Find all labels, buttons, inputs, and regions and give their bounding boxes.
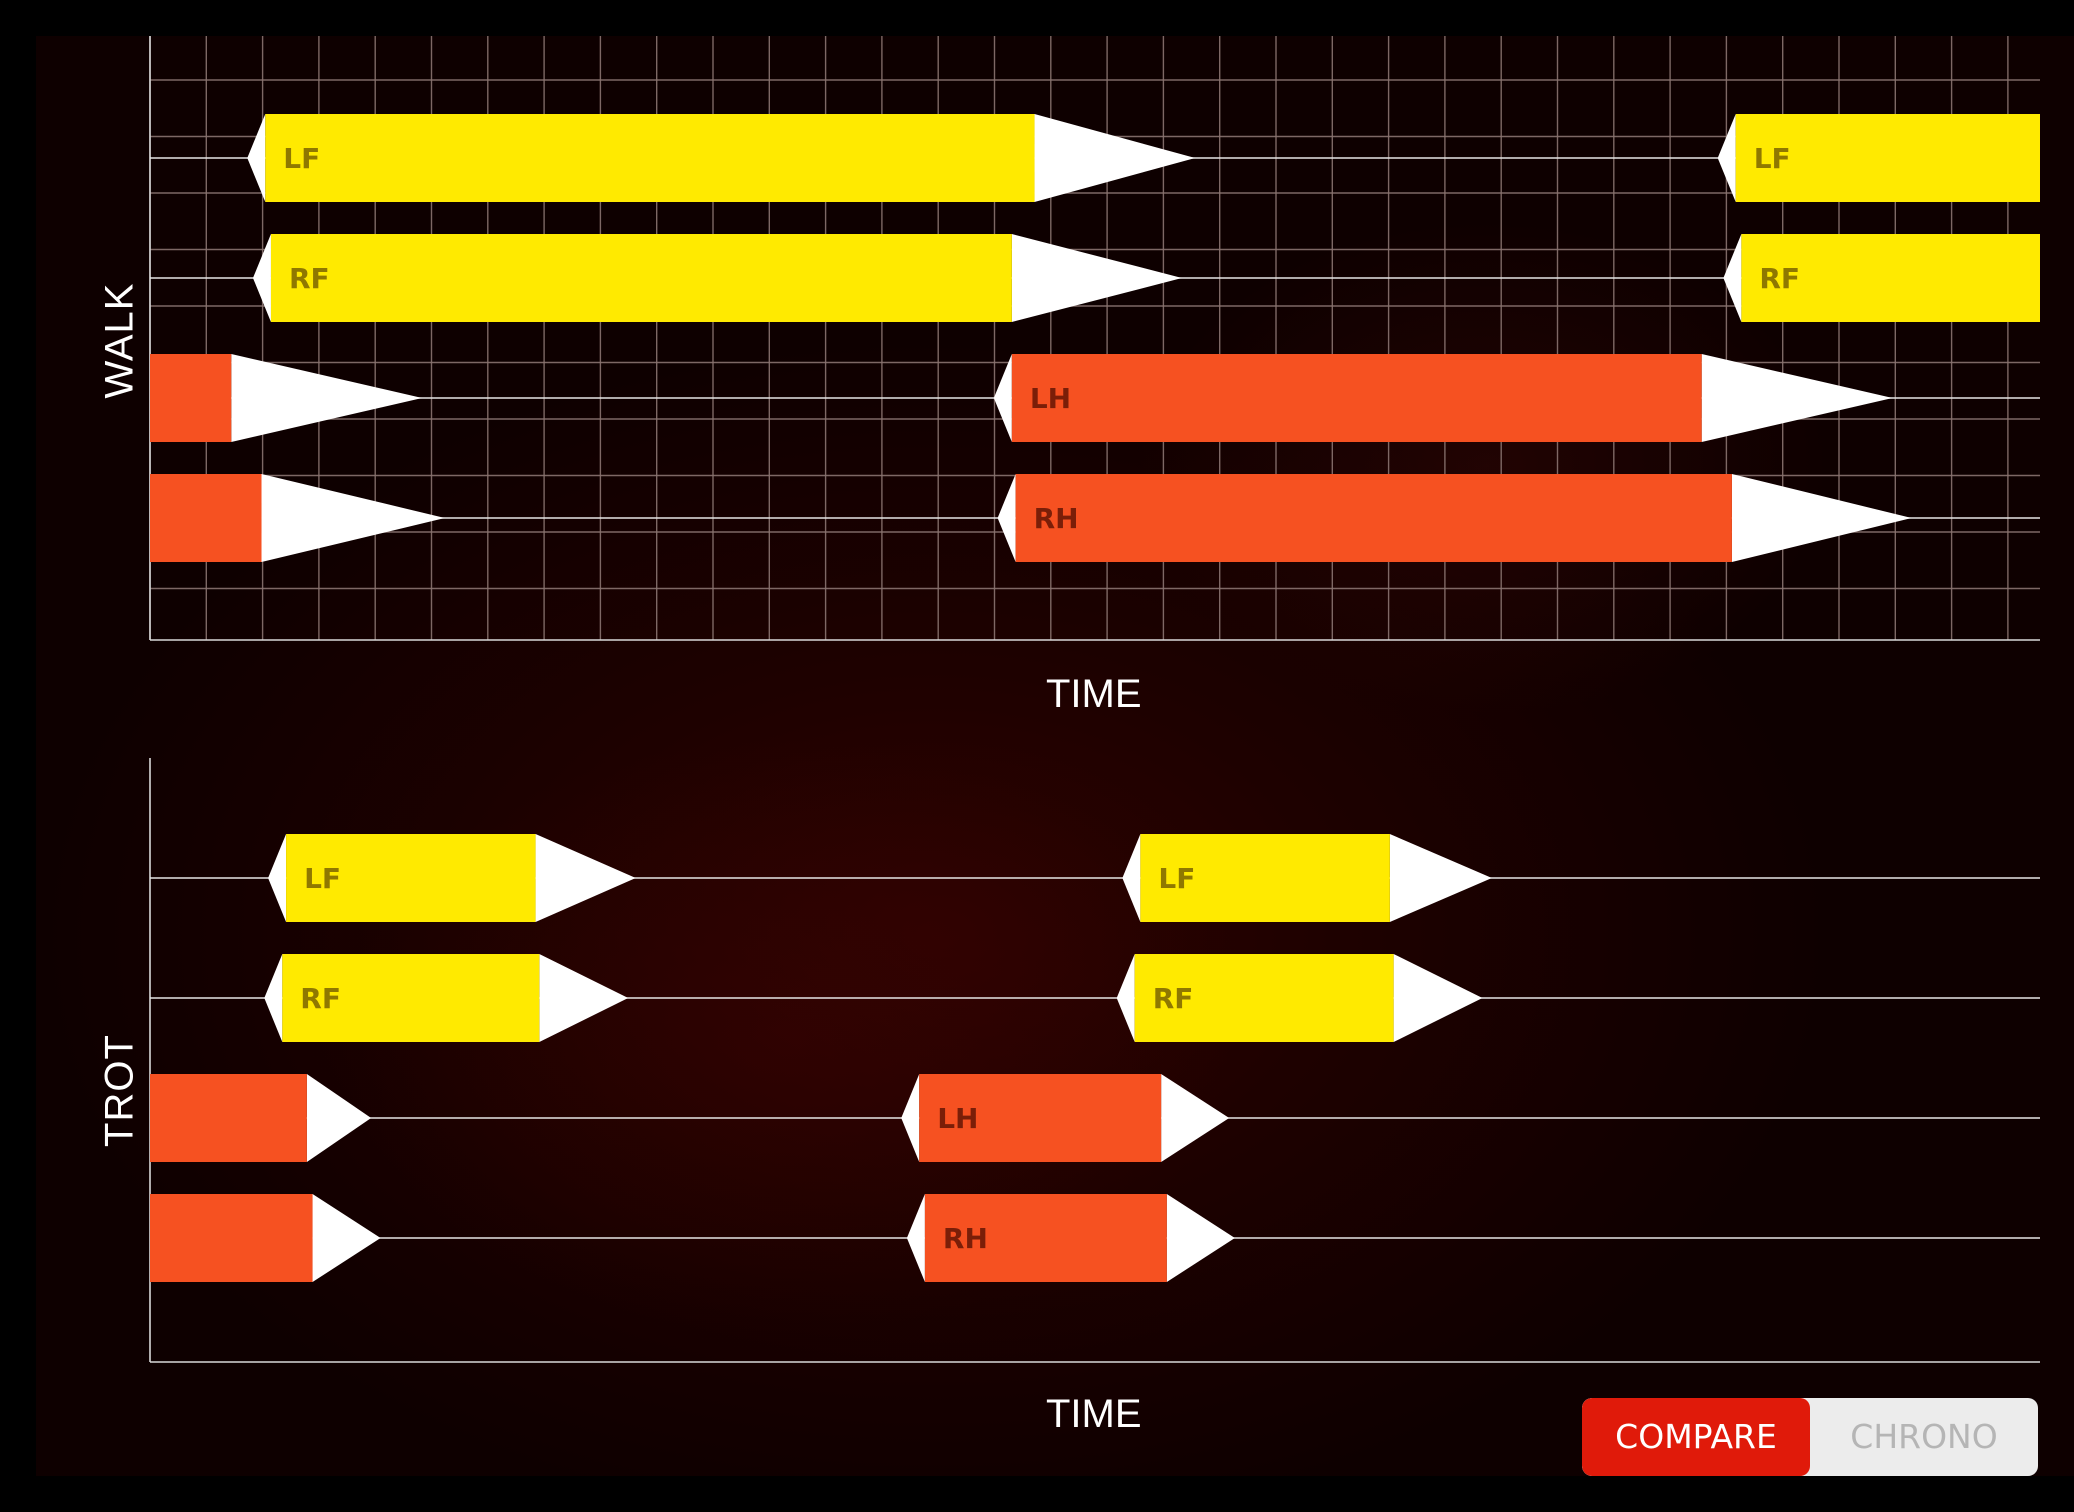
view-mode-toggle[interactable]: COMPARE CHRONO — [1582, 1398, 2038, 1476]
stance-start-notch — [901, 1074, 920, 1162]
stance-bar-rh — [150, 474, 262, 562]
stance-bar-lh — [150, 1074, 307, 1162]
stance-start-notch — [247, 114, 266, 202]
stance-bar-label: LF — [1754, 142, 1791, 175]
stance-start-notch — [1717, 114, 1736, 202]
stance-bar-label: RF — [300, 982, 341, 1015]
stance-start-notch — [997, 474, 1016, 562]
background-glow — [1136, 216, 1836, 716]
stance-start-notch — [252, 234, 271, 322]
stance-bar-rh — [1015, 474, 1732, 562]
stance-start-notch — [268, 834, 287, 922]
stance-start-notch — [1116, 954, 1135, 1042]
stance-start-notch — [1723, 234, 1742, 322]
stance-bar-lh — [150, 354, 232, 442]
stance-bar-lf — [265, 114, 1035, 202]
stance-end-arrow — [1011, 234, 1182, 322]
gait-charts: LF LF RF RF LH RH LF LF RF RF LH RH — [149, 36, 2040, 1363]
stance-bar-rf — [270, 234, 1012, 322]
stance-bar-label: LH — [1030, 382, 1071, 415]
compare-button[interactable]: COMPARE — [1582, 1398, 1810, 1476]
stance-end-arrow — [1161, 1074, 1230, 1162]
stance-bar-label: LF — [304, 862, 341, 895]
stance-bar-label: RF — [1153, 982, 1194, 1015]
stance-start-notch — [1122, 834, 1141, 922]
stance-end-arrow — [1393, 954, 1483, 1042]
stance-end-arrow — [535, 834, 636, 922]
stance-bar-label: RF — [289, 262, 330, 295]
stance-bar-rh — [150, 1194, 313, 1282]
stance-end-arrow — [306, 1074, 372, 1162]
stance-bar-lf — [1735, 114, 2040, 202]
walk-gait-label: WALK — [97, 282, 142, 399]
stance-bar-label: RF — [1759, 262, 1800, 295]
chrono-button[interactable]: CHRONO — [1850, 1417, 1998, 1456]
stance-bar-lf — [1140, 834, 1390, 922]
stance-end-arrow — [1034, 114, 1196, 202]
stance-start-notch — [993, 354, 1012, 442]
stance-end-arrow — [312, 1194, 381, 1282]
trot-time-axis-label: TIME — [1046, 1392, 1142, 1436]
stance-bar-label: RH — [943, 1222, 988, 1255]
stance-bar-rf — [282, 954, 540, 1042]
stance-end-arrow — [231, 354, 423, 442]
stance-bar-rh — [924, 1194, 1167, 1282]
walk-time-axis-label: TIME — [1046, 672, 1142, 716]
stance-bar-rf — [1741, 234, 2040, 322]
stance-start-notch — [906, 1194, 925, 1282]
stance-bar-label: RH — [1034, 502, 1079, 535]
stance-end-arrow — [261, 474, 445, 562]
stance-bar-label: LF — [283, 142, 320, 175]
stance-end-arrow — [1389, 834, 1492, 922]
trot-gait-label: TROT — [97, 1034, 142, 1147]
stance-end-arrow — [1166, 1194, 1235, 1282]
stance-bar-rf — [1134, 954, 1394, 1042]
stance-bar-lh — [919, 1074, 1162, 1162]
stance-bar-label: LH — [937, 1102, 978, 1135]
stance-bar-label: LF — [1158, 862, 1195, 895]
stance-start-notch — [264, 954, 283, 1042]
stance-end-arrow — [539, 954, 629, 1042]
stance-bar-lf — [286, 834, 536, 922]
stance-end-arrow — [1701, 354, 1893, 442]
stance-end-arrow — [1731, 474, 1912, 562]
stance-bar-lh — [1011, 354, 1702, 442]
